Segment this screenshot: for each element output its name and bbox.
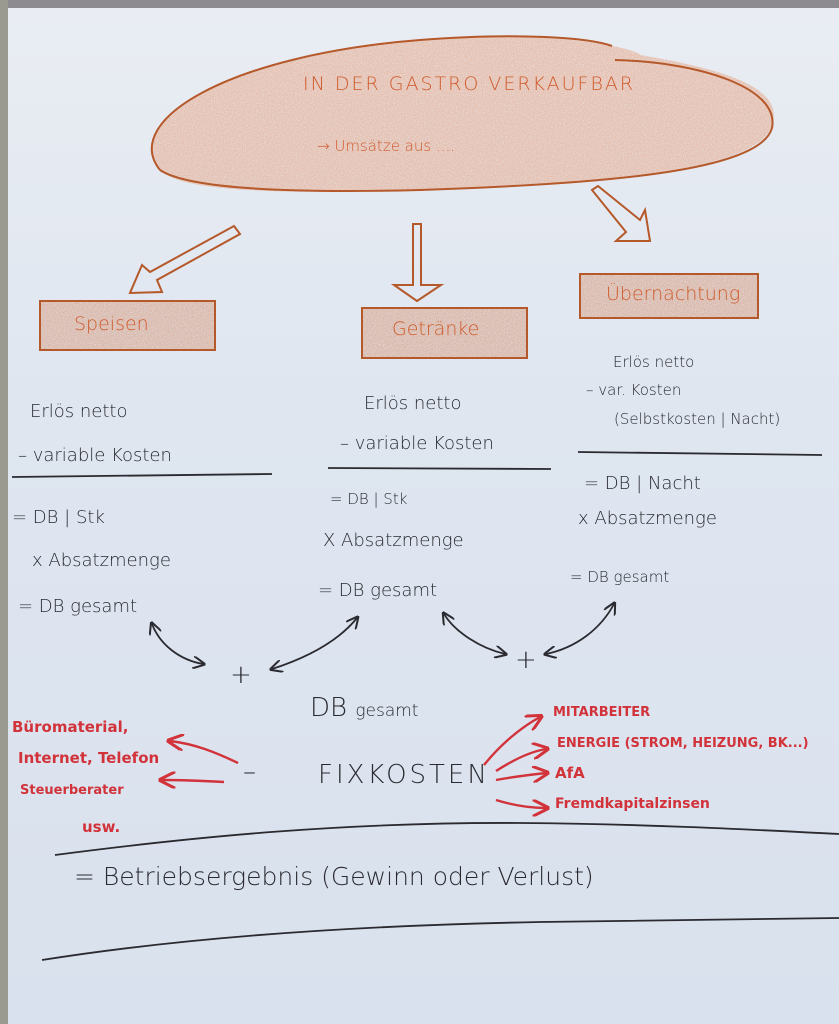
line-db-nacht: = DB | Nacht [584, 473, 701, 494]
db-total-suffix: gesamt [355, 701, 419, 721]
category-arrows [128, 184, 652, 303]
fixed-costs-label: FIXKOSTEN [318, 760, 490, 790]
fixed-cost-item: AfA [555, 764, 585, 782]
line-selbstkosten: (Selbstkosten | Nacht) [614, 410, 781, 428]
line-erloes: Erlös netto [364, 393, 462, 414]
arrow-to-getraenke [390, 223, 445, 303]
sum-arrows [152, 604, 614, 669]
line-absatzmenge: x Absatzmenge [32, 550, 171, 571]
minus-sign: – [243, 757, 256, 787]
fixed-cost-item: MITARBEITER [553, 705, 651, 720]
arrow-to-speisen [128, 224, 242, 295]
category-label-uebernachtung: Übernachtung [606, 283, 741, 305]
plus-sign: + [230, 660, 252, 690]
line-absatzmenge: x Absatzmenge [578, 508, 717, 529]
category-boxes [39, 273, 759, 359]
line-variable-kosten: – variable Kosten [340, 433, 494, 454]
photo-left-edge [0, 0, 8, 1024]
arrow-to-uebernachtung [590, 184, 652, 242]
fixed-cost-arrows [162, 717, 546, 808]
line-db-stk: = DB | Stk [12, 507, 105, 528]
fixed-cost-item: usw. [82, 818, 121, 836]
db-total-text: DB [310, 693, 348, 723]
category-label-speisen: Speisen [74, 313, 149, 335]
line-db-gesamt: = DB gesamt [318, 580, 438, 601]
header-subtitle: → Umsätze aus .... [317, 137, 456, 155]
fixed-cost-item: ENERGIE (STROM, HEIZUNG, BK...) [557, 736, 809, 751]
line-absatzmenge: X Absatzmenge [323, 530, 464, 551]
category-label-getraenke: Getränke [392, 318, 480, 340]
line-variable-kosten: – variable Kosten [18, 445, 172, 466]
fixed-cost-item: Fremdkapitalzinsen [555, 796, 710, 812]
operating-result: = Betriebsergebnis (Gewinn oder Verlust) [74, 862, 594, 891]
header-cloud [150, 35, 774, 192]
line-db-stk: = DB | Stk [330, 490, 408, 508]
line-erloes: Erlös netto [613, 353, 695, 371]
result-lines [41, 822, 839, 961]
sum-lines [11, 451, 823, 478]
line-var-kosten: – var. Kosten [586, 381, 682, 399]
line-db-gesamt: = DB gesamt [18, 596, 138, 617]
line-erloes: Erlös netto [30, 401, 128, 422]
fixed-cost-item: Internet, Telefon [18, 749, 160, 767]
plus-sign: + [515, 645, 537, 675]
header-title: IN DER GASTRO VERKAUFBAR [303, 73, 636, 95]
fixed-cost-item: Steuerberater [20, 783, 124, 798]
fixed-cost-item: Büromaterial, [12, 718, 129, 736]
db-total-label: DB gesamt [310, 693, 418, 723]
line-db-gesamt: = DB gesamt [570, 568, 670, 586]
photo-top-edge [0, 0, 839, 8]
